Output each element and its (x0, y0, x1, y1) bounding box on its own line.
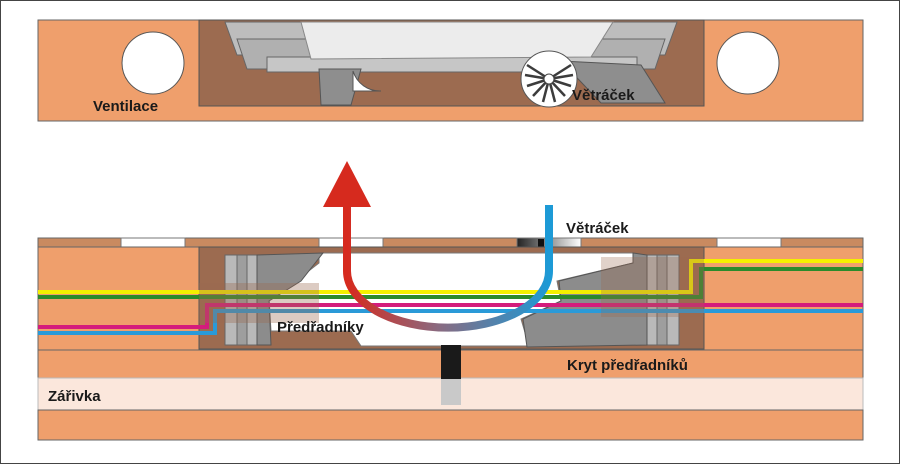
left-ballast (224, 252, 325, 346)
label-ventilace: Ventilace (93, 98, 158, 115)
strip-opening-3 (716, 237, 782, 248)
left-vent-hole (121, 31, 185, 95)
side-section: Větráček Předřadníky Kryt předřadníků Zá… (37, 161, 864, 441)
label-predradniky: Předřadníky (277, 319, 364, 336)
center-vent-hole (352, 70, 382, 92)
connector-lower (441, 379, 461, 405)
wire-blue (38, 309, 863, 335)
label-vetracek-bottom: Větráček (566, 220, 629, 237)
right-ballast (522, 252, 680, 348)
wire-green (38, 267, 863, 299)
top-view: Ventilace Větráček (37, 19, 864, 122)
label-kryt: Kryt předřadníků (567, 357, 688, 374)
label-vetracek-top: Větráček (572, 87, 635, 104)
wire-yellow (38, 259, 863, 294)
connector-upper (441, 345, 461, 379)
fan-icon (520, 50, 578, 108)
airflow-arrow-icon (323, 161, 553, 332)
label-zarivka: Zářivka (48, 388, 101, 405)
strip-opening-1 (120, 237, 186, 248)
wire-shadow-right (601, 257, 704, 317)
wire-shadow-left (199, 283, 319, 323)
bottom-housing (37, 409, 864, 441)
right-vent-hole (716, 31, 780, 95)
